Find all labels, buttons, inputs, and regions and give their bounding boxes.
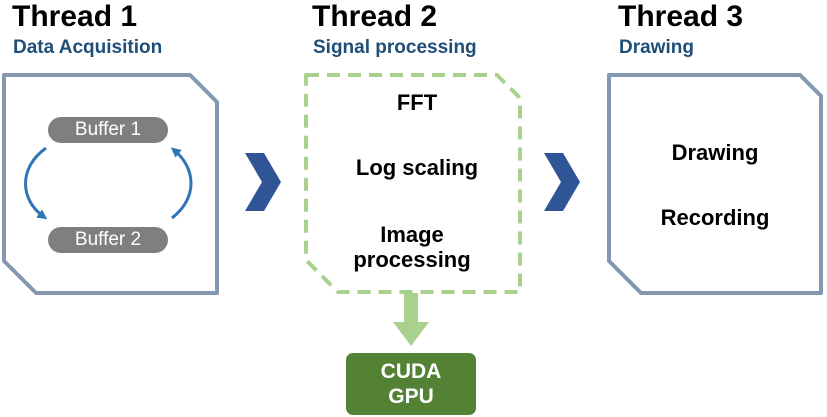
thread3-subtitle: Drawing: [619, 37, 694, 58]
gpu-label: GPU: [388, 385, 434, 408]
curved-arrow-icon: [24, 146, 48, 220]
step-recording: Recording: [660, 205, 770, 230]
thread3-box: [607, 73, 823, 295]
step-image-processing: Image processing: [353, 222, 471, 273]
thread2-box: [304, 73, 522, 294]
thread3-title: Thread 3: [618, 0, 744, 33]
cuda-label: CUDA: [380, 359, 442, 383]
buffer-2-pill: Buffer 2: [48, 227, 168, 253]
step-log-scaling: Log scaling: [355, 155, 479, 180]
step-fft: FFT: [396, 90, 438, 115]
thread2-subtitle: Signal processing: [313, 37, 477, 58]
thread2-title: Thread 2: [312, 0, 438, 33]
thread1-subtitle: Data Acquisition: [13, 37, 163, 58]
thread1-title: Thread 1: [12, 0, 138, 33]
cuda-gpu-box: CUDA GPU: [346, 353, 476, 415]
chevron-right-icon: [544, 153, 580, 211]
step-drawing: Drawing: [671, 140, 759, 165]
buffer-1-pill: Buffer 1: [48, 117, 168, 143]
thread1-box: [2, 73, 219, 295]
down-arrow-icon: [393, 293, 429, 346]
chevron-right-icon: [245, 153, 281, 211]
curved-arrow-icon: [170, 147, 193, 220]
